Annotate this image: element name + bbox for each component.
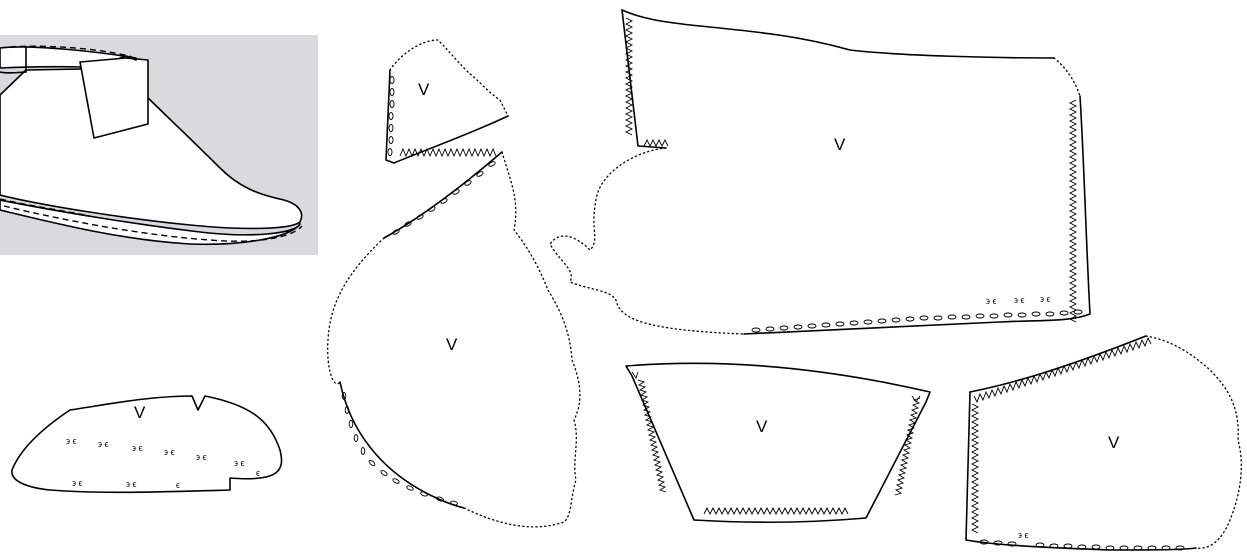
fragment-5-stitching-left [637, 379, 667, 493]
fragment-1-stitching [399, 147, 497, 158]
fragment-3-stitching-corner [643, 138, 669, 148]
svg-text:϶ ϵ: ϶ ϵ [132, 443, 142, 453]
fragment-2-holes-top [392, 161, 496, 235]
fragment-6-label: V [1108, 433, 1120, 452]
svg-text:϶ ϵ: ϶ ϵ [98, 439, 108, 449]
fragment-4-label: V [134, 403, 146, 422]
fragment-5-label: V [756, 417, 768, 436]
fragment-5-stitching-right [894, 397, 921, 496]
fragment-5: V [625, 362, 931, 523]
svg-text:϶ ϵ: ϶ ϵ [986, 296, 996, 306]
shoe-drawing [0, 45, 303, 246]
svg-text:϶ ϵ: ϶ ϵ [234, 458, 244, 468]
svg-text:ϵ: ϵ [176, 480, 180, 490]
svg-text:϶ ϵ: ϶ ϵ [1040, 294, 1050, 304]
svg-text:϶ ϵ: ϶ ϵ [164, 447, 174, 457]
fragment-6-thong-slits: ϶ ϵ [1018, 530, 1028, 540]
fragment-3: ϶ ϵ ϶ ϵ ϶ ϵ V [549, 9, 1091, 335]
svg-text:϶ ϵ: ϶ ϵ [66, 436, 76, 446]
fragment-4-thong-slits: ϶ ϵ ϶ ϵ ϶ ϵ ϶ ϵ ϶ ϵ ϶ ϵ ϶ ϵ ϶ ϵ ϵ ϵ [66, 436, 260, 490]
svg-text:϶ ϵ: ϶ ϵ [1018, 530, 1028, 540]
fragment-3-stitching-left [624, 17, 634, 136]
fragment-4: ϶ ϵ ϶ ϵ ϶ ϵ ϶ ϵ ϶ ϵ ϶ ϵ ϶ ϵ ϶ ϵ ϵ ϵ V [11, 395, 283, 494]
fragment-2-holes-bottom [341, 392, 458, 506]
fragment-6-holes-bottom [979, 539, 1185, 551]
fragment-2-label: V [446, 335, 458, 354]
fragment-1-holes [387, 76, 395, 156]
svg-text:϶ ϵ: ϶ ϵ [72, 478, 82, 488]
fragment-5-stitching-bottom [703, 506, 849, 516]
svg-text:ϵ: ϵ [256, 468, 260, 478]
svg-text:϶ ϵ: ϶ ϵ [1014, 295, 1024, 305]
fragment-6: ϶ ϵ V [965, 335, 1242, 551]
fragment-6-stitching-left [970, 403, 980, 534]
fragment-1: V [385, 39, 509, 164]
fragment-2: V [327, 151, 581, 528]
svg-text:϶ ϵ: ϶ ϵ [196, 452, 206, 462]
fragment-3-thong-slits: ϶ ϵ ϶ ϵ ϶ ϵ [986, 294, 1050, 306]
fragment-3-holes-bottom [751, 309, 1083, 333]
svg-text:϶ ϵ: ϶ ϵ [126, 479, 136, 489]
fragment-3-label: V [834, 135, 846, 154]
shoe-reconstruction-inset [0, 35, 318, 255]
fragment-6-stitching-top [973, 336, 1152, 404]
fragment-3-stitching-right [1068, 99, 1078, 323]
fragment-1-label: V [418, 80, 430, 99]
